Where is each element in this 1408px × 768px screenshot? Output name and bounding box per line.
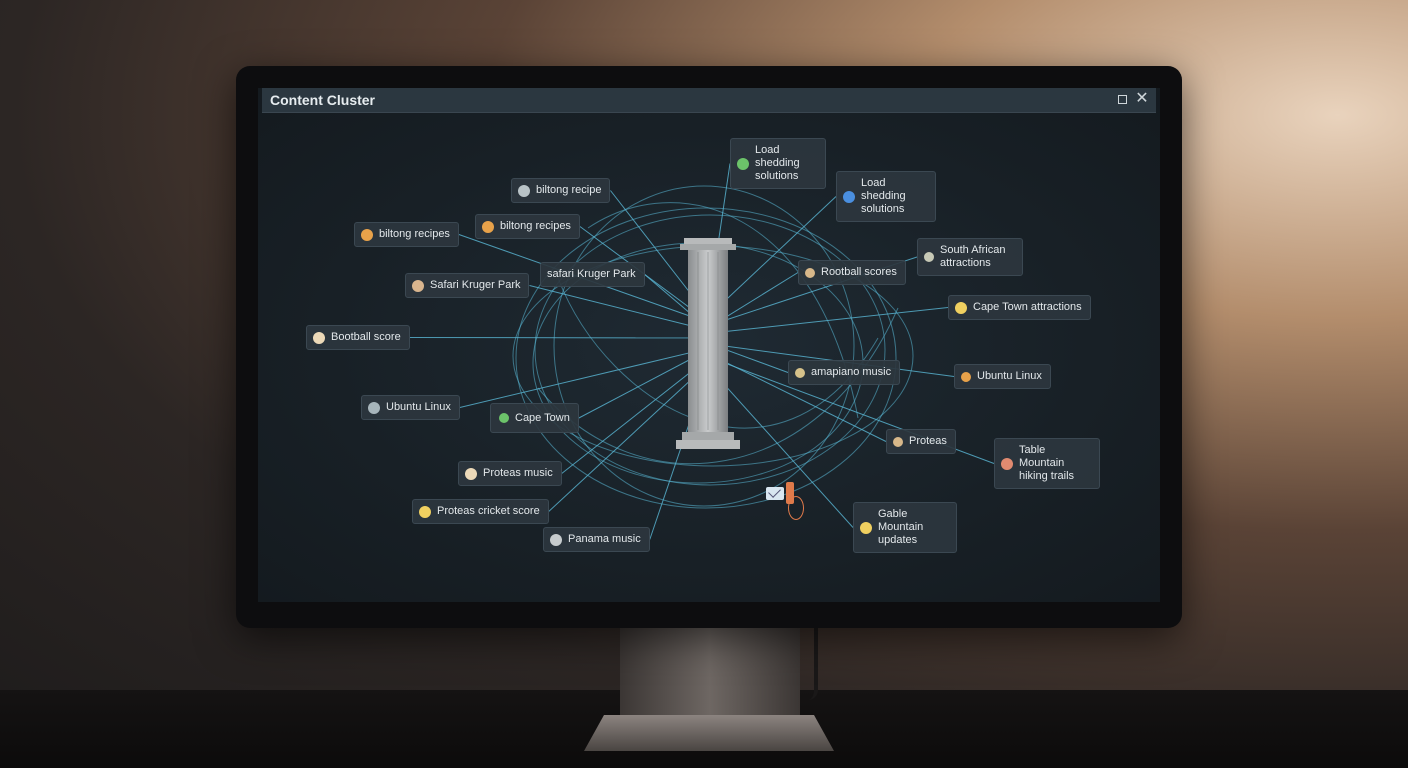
- node-dot: [1001, 457, 1013, 470]
- cluster-node[interactable]: South African attractions: [917, 238, 1023, 276]
- cluster-node[interactable]: Cape Town attractions: [948, 295, 1091, 320]
- cluster-node[interactable]: Bootball score: [306, 325, 410, 350]
- cluster-node[interactable]: safari Kruger Park: [540, 262, 645, 287]
- maximize-icon[interactable]: [1114, 91, 1130, 107]
- tag-icon[interactable]: [786, 482, 794, 504]
- cluster-node[interactable]: Load shedding solutions: [836, 171, 936, 222]
- node-dot: [550, 533, 562, 546]
- node-dot: [368, 401, 380, 414]
- link-line: [529, 285, 709, 331]
- cluster-node[interactable]: Cape Town: [490, 403, 579, 433]
- link-line: [707, 196, 837, 318]
- node-dot: [795, 367, 805, 378]
- cluster-node[interactable]: biltong recipes: [354, 222, 459, 247]
- node-dot: [893, 436, 903, 447]
- monitor-stand-base: [584, 715, 834, 751]
- cluster-node[interactable]: Load shedding solutions: [730, 138, 826, 189]
- link-line: [707, 366, 854, 528]
- node-dot: [924, 252, 934, 262]
- node-dot: [860, 521, 872, 534]
- node-dot: [465, 467, 477, 480]
- cluster-node[interactable]: Safari Kruger Park: [405, 273, 530, 298]
- cluster-node[interactable]: amapiano music: [788, 360, 901, 385]
- cluster-node[interactable]: Gable Mountain updates: [853, 502, 957, 553]
- content-cluster-window: Content Cluster ✕ Load shedding solution…: [258, 88, 1160, 602]
- cluster-node[interactable]: Ubuntu Linux: [954, 364, 1051, 389]
- link-line: [578, 349, 709, 419]
- node-dot: [955, 301, 967, 314]
- monitor-stand: [620, 620, 800, 730]
- node-dot: [499, 413, 509, 423]
- window-title: Content Cluster: [270, 92, 375, 108]
- node-dot: [737, 157, 749, 170]
- node-dot: [313, 331, 325, 344]
- node-dot: [419, 505, 431, 518]
- cluster-node[interactable]: Proteas music: [458, 461, 562, 486]
- cluster-node[interactable]: Proteas cricket score: [412, 499, 549, 524]
- node-dot: [482, 220, 494, 233]
- close-icon[interactable]: ✕: [1135, 90, 1149, 107]
- link-line: [707, 307, 949, 334]
- cluster-node[interactable]: Table Mountain hiking trails: [994, 438, 1100, 489]
- link-line: [459, 347, 709, 408]
- node-dot: [518, 184, 530, 197]
- tag-ring-icon: [788, 496, 804, 520]
- mail-icon[interactable]: [766, 487, 784, 500]
- monitor-cable: [806, 620, 818, 700]
- cluster-node[interactable]: biltong recipe: [511, 178, 611, 203]
- link-line: [561, 357, 709, 474]
- node-dot: [805, 267, 815, 278]
- cluster-node[interactable]: biltong recipes: [475, 214, 580, 239]
- node-dot: [961, 371, 971, 382]
- cluster-node[interactable]: Rootball scores: [798, 260, 906, 285]
- link-line: [548, 363, 709, 512]
- window-titlebar: Content Cluster ✕: [262, 88, 1156, 113]
- node-dot: [412, 279, 424, 292]
- node-dot: [843, 190, 855, 203]
- cluster-node[interactable]: Ubuntu Linux: [361, 395, 460, 420]
- pillar-icon: [676, 238, 740, 449]
- node-dot: [361, 228, 373, 241]
- cluster-node[interactable]: Panama music: [543, 527, 650, 552]
- cluster-node[interactable]: Proteas: [886, 429, 956, 454]
